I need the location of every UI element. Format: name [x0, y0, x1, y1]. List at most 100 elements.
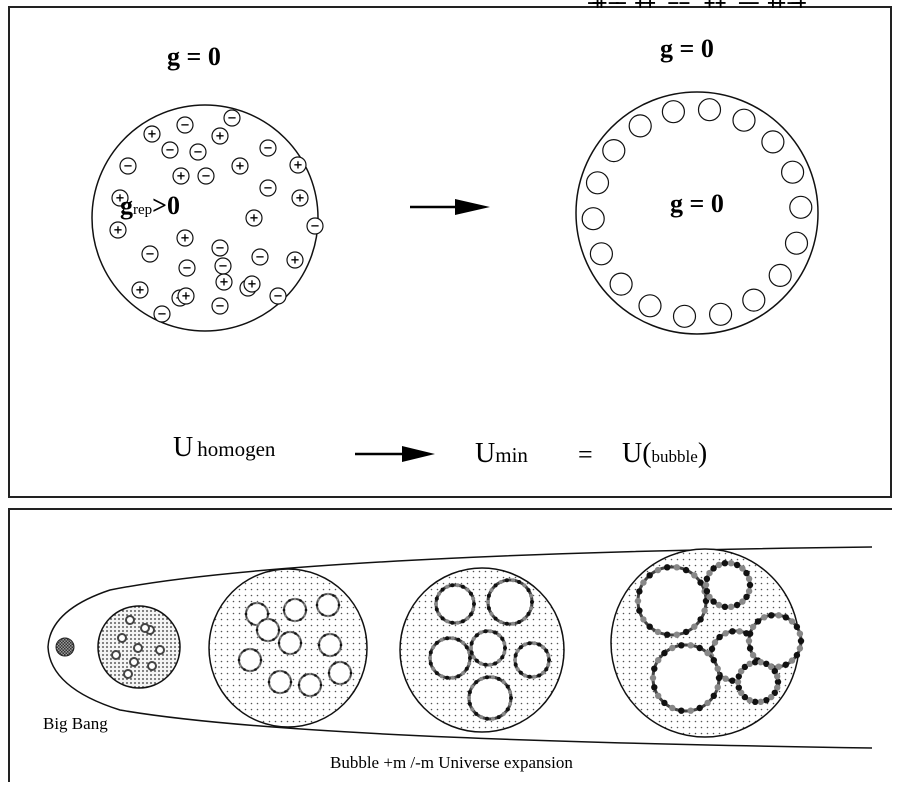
- mass-bead: [435, 597, 439, 601]
- minus-charge: −: [190, 144, 206, 160]
- mass-bead: [441, 616, 445, 620]
- svg-text:−: −: [227, 111, 237, 125]
- mass-bead: [303, 693, 306, 696]
- mass-bead: [636, 607, 642, 613]
- mass-bead: [722, 604, 728, 610]
- mass-bead: [775, 679, 781, 685]
- mass-bead: [716, 562, 722, 568]
- big-bang-label: Big Bang: [43, 715, 108, 732]
- mass-bead: [305, 609, 308, 612]
- mass-bead: [294, 620, 297, 623]
- svg-text:−: −: [263, 141, 273, 155]
- mass-bead: [445, 619, 449, 623]
- mass-bead: [497, 659, 501, 663]
- mass-bead: [288, 599, 291, 602]
- svg-text:+: +: [634, 0, 647, 12]
- mass-bead: [284, 603, 287, 606]
- minus-charge: −: [120, 158, 136, 174]
- top-diagram: +−−+−−−+−+−++−+++−+−−−−−++−+−−−+−+ +−+−+…: [10, 8, 894, 500]
- mass-bead: [678, 708, 684, 714]
- mass-bead: [736, 628, 742, 634]
- mass-bead: [647, 624, 653, 630]
- mass-bead: [529, 606, 533, 610]
- mass-bead: [428, 656, 432, 660]
- mass-bead: [487, 594, 491, 598]
- mass-bead: [491, 717, 495, 721]
- mass-bead: [683, 567, 689, 573]
- plus-charge: +: [110, 222, 126, 238]
- mass-bead: [288, 686, 291, 689]
- mass-bead: [688, 642, 694, 648]
- svg-text:+: +: [219, 275, 229, 289]
- mass-bead: [514, 653, 518, 657]
- mass-bead: [320, 684, 323, 687]
- top-panel: g = 0 g = 0 +−−+−−−+−+−++−+++−+−−−−−++−+…: [8, 6, 892, 498]
- u-bubble-close: ): [698, 438, 707, 469]
- mass-bead: [279, 670, 282, 673]
- mass-bead: [691, 572, 697, 578]
- mass-bead: [273, 671, 276, 674]
- mass-bead: [734, 602, 740, 608]
- mass-bead: [465, 667, 469, 671]
- mass-bead: [502, 641, 506, 645]
- mass-bead: [500, 655, 504, 659]
- mass-bead: [250, 603, 253, 606]
- bottom-panel: Big Bang Bubble +m /-m Universe expansio…: [8, 508, 892, 782]
- mass-bead: [303, 603, 306, 606]
- svg-text:+: +: [181, 289, 191, 303]
- mass-bead: [344, 681, 347, 684]
- mass-bead: [261, 603, 264, 606]
- expansion-bubble: [112, 651, 120, 659]
- expansion-bubble: [124, 670, 132, 678]
- minus-charge: −: [154, 306, 170, 322]
- mass-bead: [527, 612, 531, 616]
- mass-bead: [514, 663, 518, 667]
- mass-bead: [269, 675, 272, 678]
- mass-bead: [278, 629, 281, 632]
- mass-bead: [747, 582, 753, 588]
- mass-bead: [435, 671, 439, 675]
- mass-bead: [505, 578, 509, 582]
- mass-bead: [288, 675, 291, 678]
- mass-bead: [338, 604, 341, 607]
- mass-bead: [669, 705, 675, 711]
- mass-bead: [734, 562, 740, 568]
- mass-bead: [340, 644, 343, 647]
- mass-bead: [434, 602, 438, 606]
- mass-bead: [722, 560, 728, 566]
- mass-bead: [728, 560, 734, 566]
- mass-bead: [245, 613, 248, 616]
- svg-text:+: +: [774, 0, 787, 12]
- mass-bead: [321, 594, 324, 597]
- mass-bead: [336, 598, 339, 601]
- mass-bead: [728, 604, 734, 610]
- transition-arrow: [410, 199, 490, 215]
- mass-bead: [674, 632, 680, 638]
- minus-charge: −: [252, 249, 268, 265]
- mass-bead: [546, 653, 550, 657]
- mass-bead: [704, 700, 710, 706]
- svg-text:+: +: [293, 158, 303, 172]
- mass-bead: [797, 645, 803, 651]
- mass-bead: [664, 632, 670, 638]
- u-homogen-subscript: homogen: [197, 437, 275, 461]
- minus-charge: −: [142, 246, 158, 262]
- mass-bead: [789, 657, 795, 663]
- mass-bead: [761, 614, 767, 620]
- mass-bead: [711, 693, 717, 699]
- mass-bead: [516, 667, 520, 671]
- mass-bead: [474, 680, 478, 684]
- mass-bead: [683, 629, 689, 635]
- plus-charge: +: [244, 276, 260, 292]
- mass-bead: [333, 681, 336, 684]
- mass-bead: [431, 645, 435, 649]
- minus-charge: −: [162, 142, 178, 158]
- mass-bead: [655, 629, 661, 635]
- mass-bead: [429, 662, 433, 666]
- mass-bead: [258, 664, 261, 667]
- mass-bead: [532, 675, 536, 679]
- mass-bead: [752, 699, 758, 705]
- mass-bead: [537, 643, 541, 647]
- svg-text:−: −: [180, 118, 190, 132]
- mass-bead: [528, 641, 532, 645]
